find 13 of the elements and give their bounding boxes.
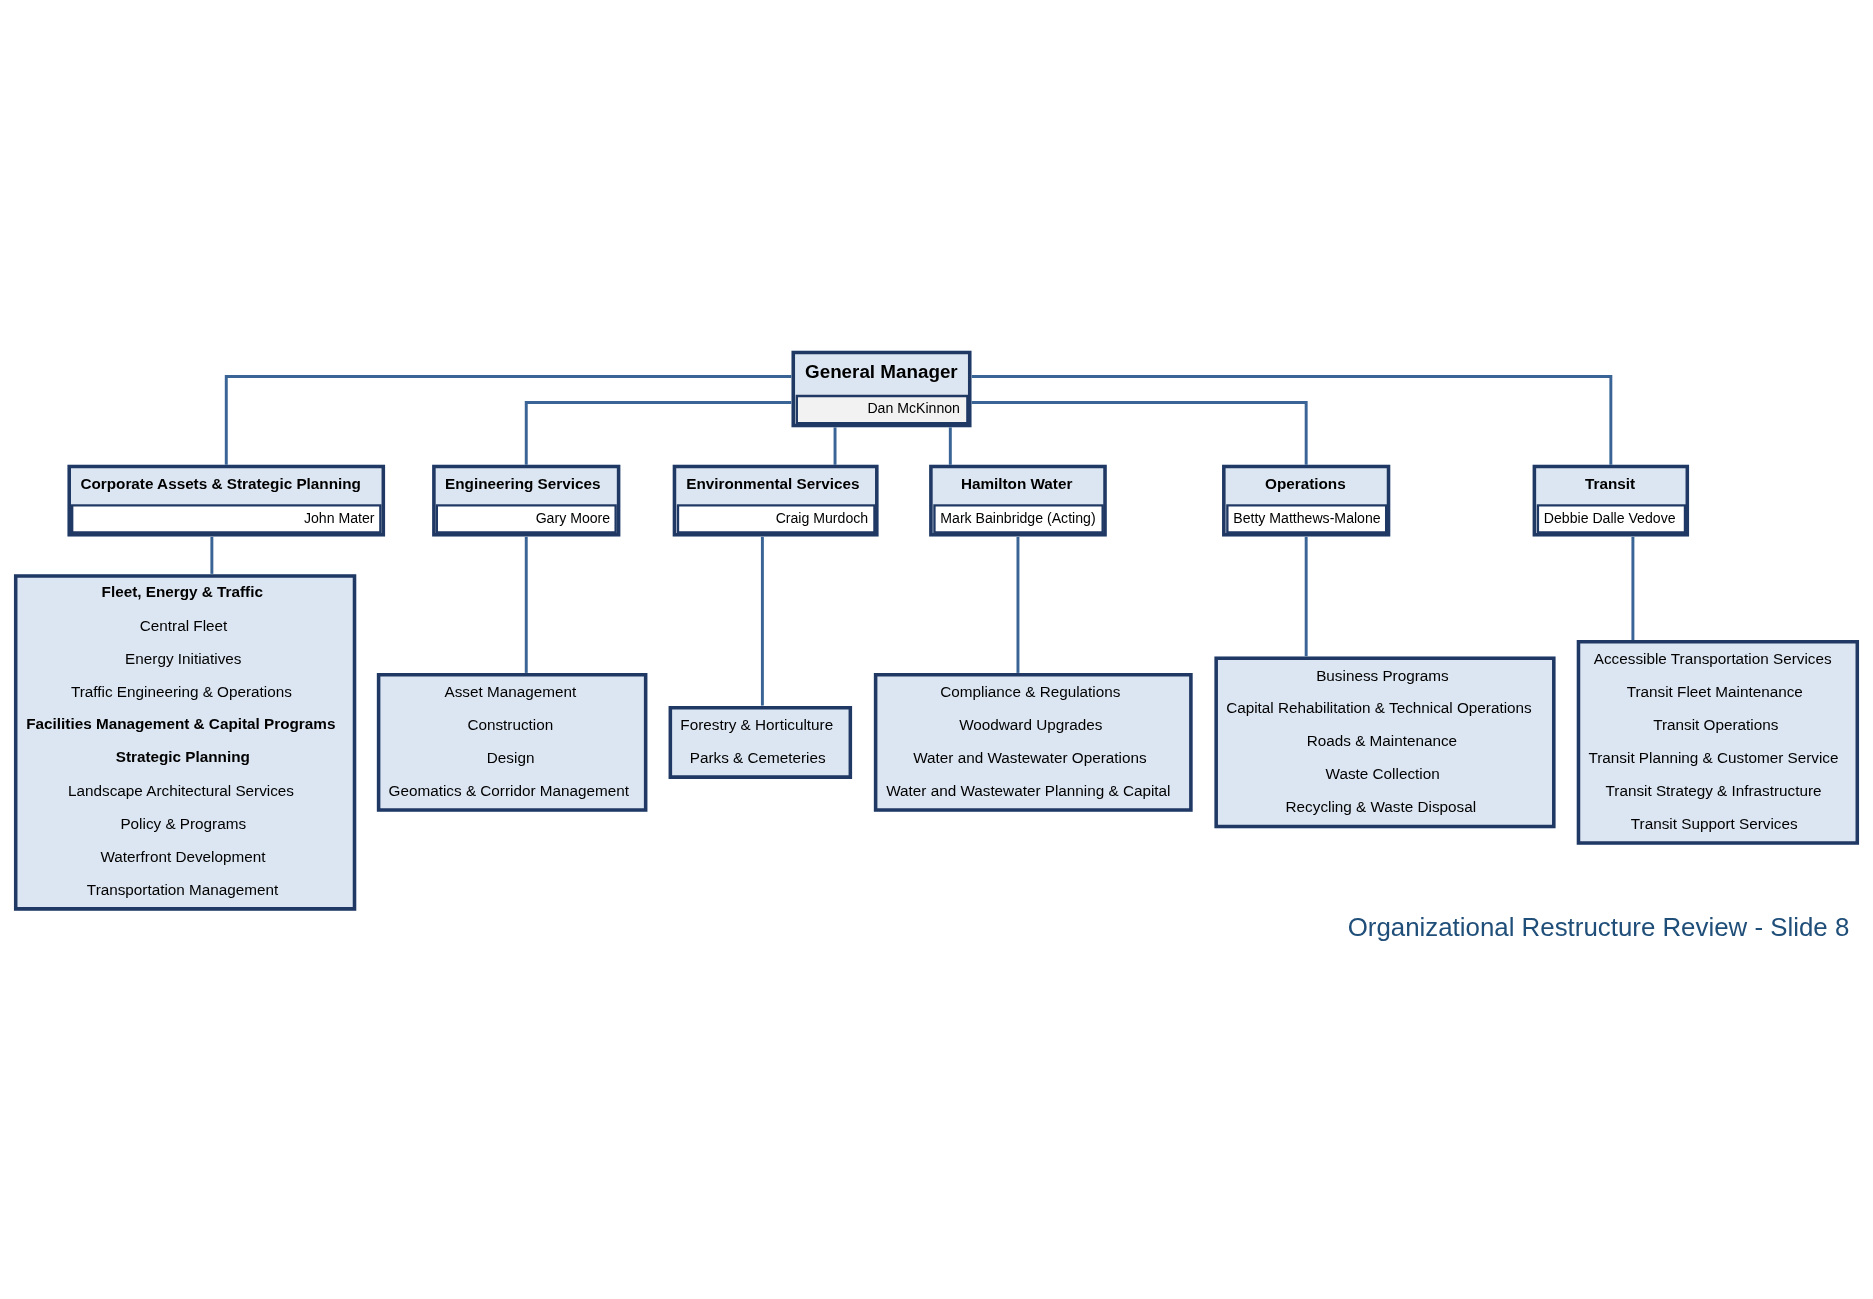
- connector: [948, 427, 952, 465]
- connector: [1304, 536, 1308, 657]
- connector: [524, 401, 792, 465]
- caption: Organizational Restructure Review - Slide 8: [1347, 913, 1850, 942]
- connector: [210, 536, 214, 574]
- connector: [1016, 536, 1020, 673]
- connector: [224, 375, 792, 465]
- connector: [971, 401, 1308, 465]
- connector: [760, 536, 764, 706]
- connector: [524, 536, 528, 673]
- connector: [971, 375, 1613, 465]
- connector: [1631, 536, 1635, 641]
- connector: [833, 427, 837, 465]
